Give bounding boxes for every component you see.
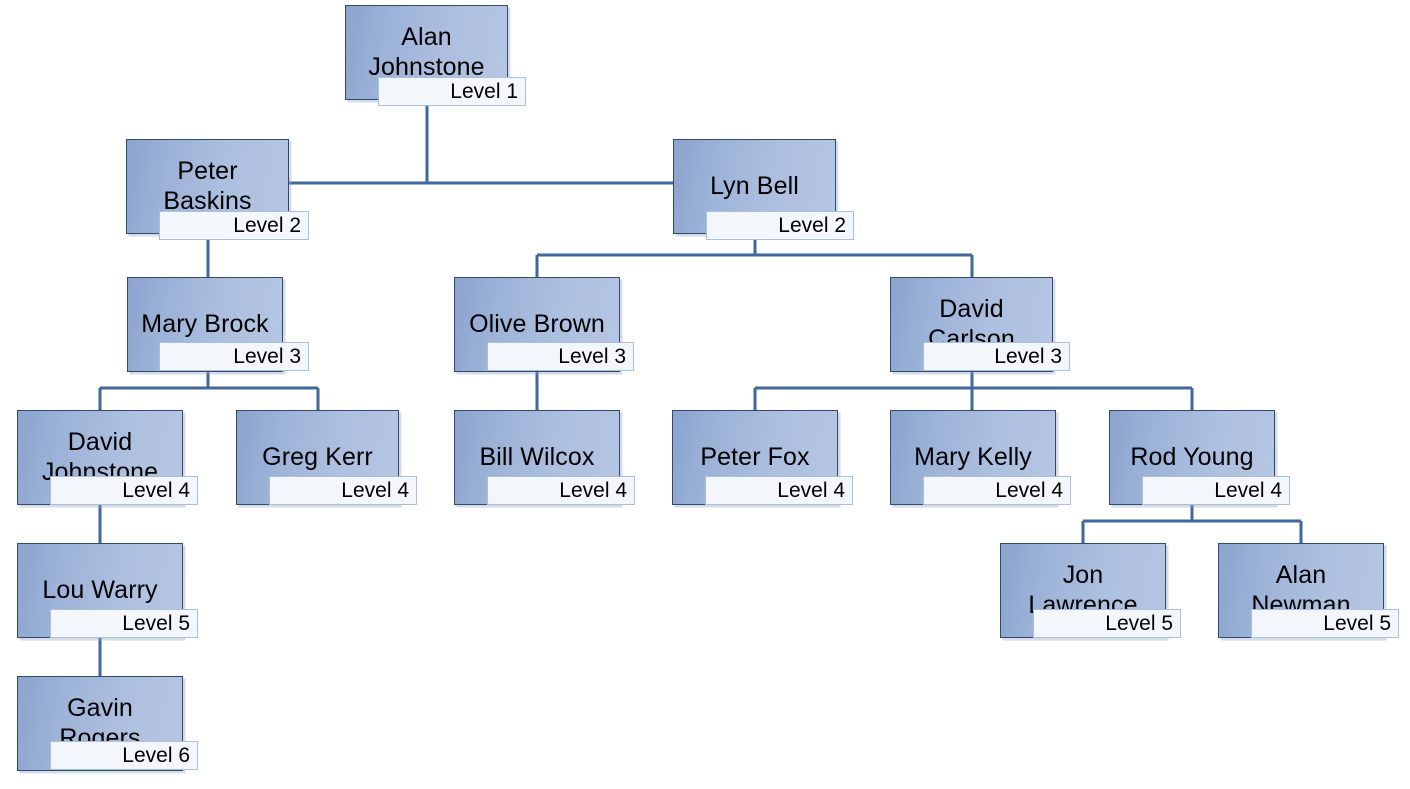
level-caption-mary-kelly: Level 4 [923,476,1071,505]
node-label: Mary Kelly [914,442,1032,471]
node-label: Gavin Rogers [59,694,141,752]
level-caption-gavin-rogers: Level 6 [50,741,198,770]
level-caption-lyn-bell: Level 2 [706,211,854,240]
level-caption-rod-young: Level 4 [1142,476,1290,505]
node-label: Rod Young [1130,442,1254,471]
level-caption-olive-brown: Level 3 [487,342,634,371]
node-label: Olive Brown [469,309,605,338]
node-label: Lou Warry [42,575,158,604]
node-label: Mary Brock [141,309,269,338]
level-caption-lou-warry: Level 5 [50,609,198,638]
level-caption-mary-brock: Level 3 [159,342,309,371]
node-label: Bill Wilcox [479,442,595,471]
level-caption-alan-newman: Level 5 [1251,609,1399,638]
node-label: Greg Kerr [262,442,373,471]
node-label: Peter Baskins [163,157,252,215]
node-label: Lyn Bell [710,171,799,200]
level-caption-bill-wilcox: Level 4 [487,476,635,505]
level-caption-david-carlson: Level 3 [923,342,1070,371]
level-caption-jon-lawrence: Level 5 [1033,609,1181,638]
level-caption-david-johnstone: Level 4 [50,476,198,505]
node-label: Peter Fox [700,442,810,471]
level-caption-peter-baskins: Level 2 [159,211,309,240]
level-caption-peter-fox: Level 4 [705,476,853,505]
level-caption-greg-kerr: Level 4 [269,476,417,505]
node-label: Alan Johnstone [368,23,485,81]
level-caption-alan-johnstone: Level 1 [378,77,526,106]
